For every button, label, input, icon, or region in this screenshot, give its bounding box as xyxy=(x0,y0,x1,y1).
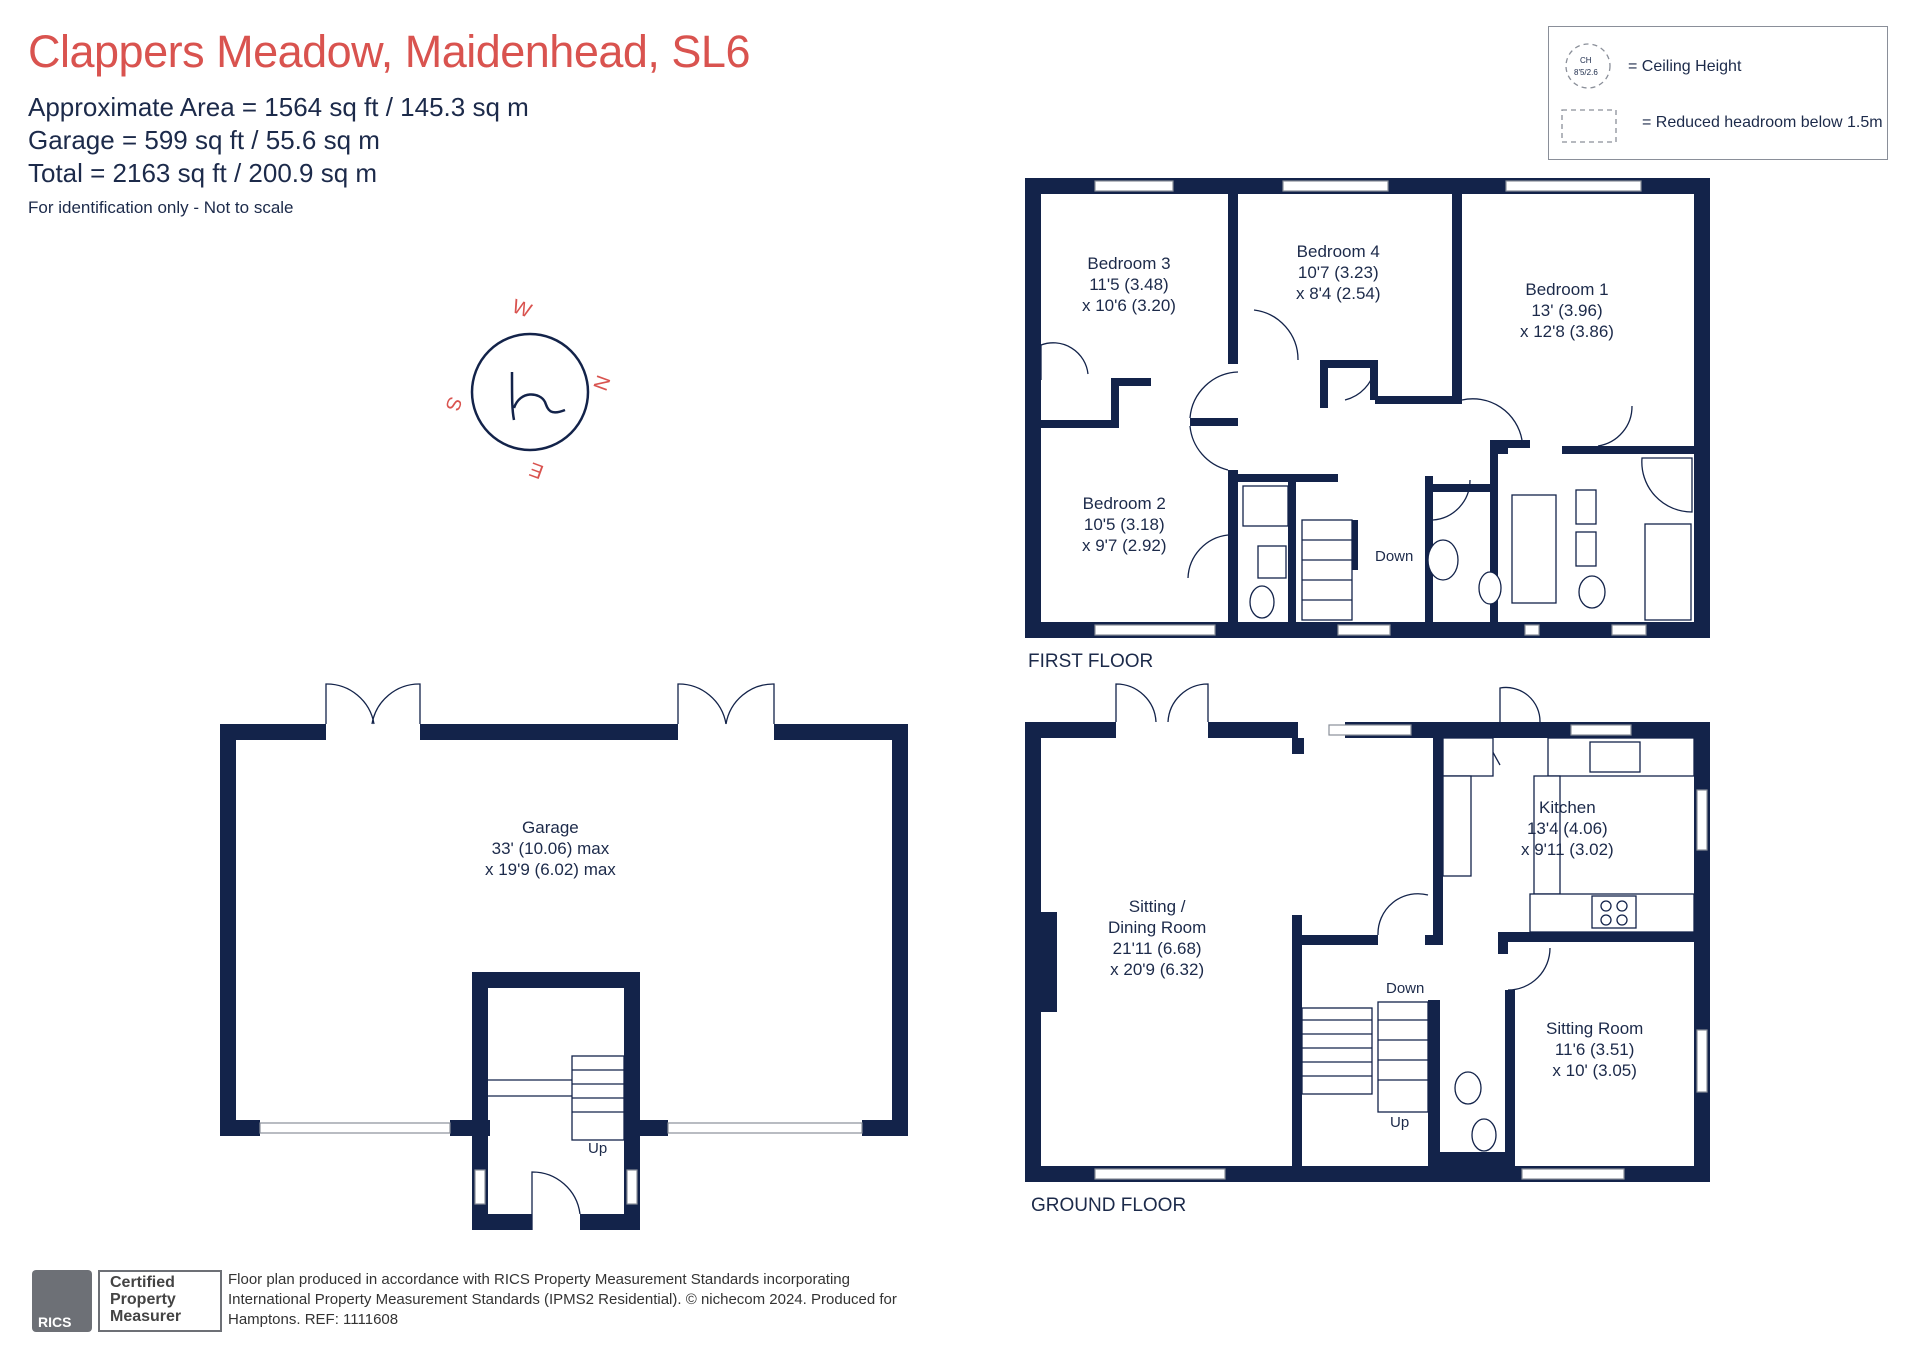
garage-windows xyxy=(259,1122,863,1205)
page-title: Clappers Meadow, Maidenhead, SL6 xyxy=(28,26,750,77)
approximate-area: Approximate Area = 1564 sq ft / 145.3 sq… xyxy=(28,92,529,122)
identification-note: For identification only - Not to scale xyxy=(28,198,294,217)
first-floor-fixtures xyxy=(1040,309,1693,621)
reduced-headroom-label: = Reduced headroom below 1.5m xyxy=(1642,114,1883,131)
ceiling-height-label: = Ceiling Height xyxy=(1628,58,1742,75)
legend-box xyxy=(1548,26,1888,160)
ground-floor-stairs-up: Up xyxy=(1390,1114,1410,1131)
rics-logo xyxy=(32,1270,92,1332)
ground-floor-label: GROUND FLOOR xyxy=(1031,1195,1187,1216)
garage-area: Garage = 599 sq ft / 55.6 sq m xyxy=(28,125,380,155)
footer-note: Floor plan produced in accordance with R… xyxy=(228,1271,897,1328)
total-area: Total = 2163 sq ft / 200.9 sq m xyxy=(28,158,378,188)
ceiling-symbol-top: CH xyxy=(1580,56,1592,65)
ground-floor-stairs-down: Down xyxy=(1386,980,1425,997)
garage-fixtures xyxy=(325,683,775,1230)
first-floor-stairs-down: Down xyxy=(1375,548,1414,565)
ground-floor-fixtures xyxy=(1115,683,1695,1152)
reduced-headroom-symbol xyxy=(1561,109,1617,143)
garage-stairs-up: Up xyxy=(588,1140,608,1157)
compass xyxy=(470,332,590,452)
ceiling-height-symbol xyxy=(1565,43,1611,89)
certified-badge xyxy=(98,1270,222,1332)
certified-badge-text: Certified Property Measurer xyxy=(110,1274,182,1325)
garage-walls xyxy=(220,724,908,1230)
first-floor-windows xyxy=(1094,180,1647,636)
ground-floor-windows xyxy=(1094,724,1708,1180)
first-floor-label: FIRST FLOOR xyxy=(1028,651,1154,672)
rics-logo-text: RICS xyxy=(38,1314,72,1330)
ceiling-symbol-bottom: 8'5/2.6 xyxy=(1574,68,1598,77)
